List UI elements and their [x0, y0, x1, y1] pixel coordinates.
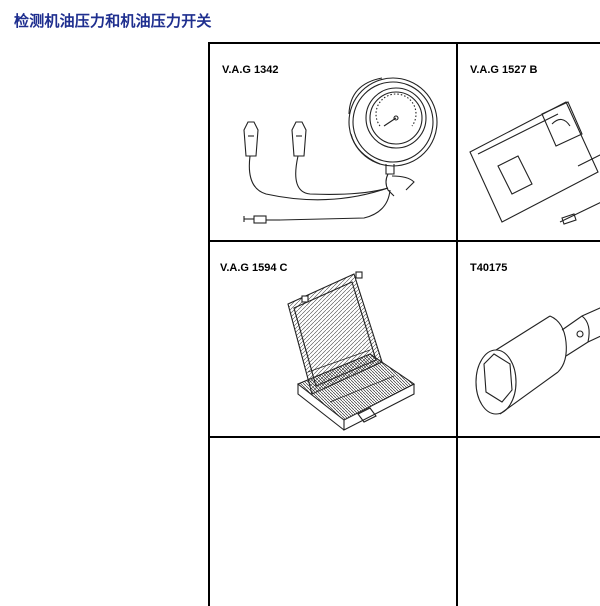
tool-cell-empty [208, 436, 458, 606]
tool-cell-vag1594c: V.A.G 1594 C [208, 240, 458, 438]
pressure-gauge-illustration [243, 77, 438, 224]
tool-label: T40175 [470, 262, 508, 274]
tool-cell-empty [456, 436, 600, 606]
tool-label: V.A.G 1342 [222, 64, 279, 76]
tool-cell-vag1527b: V.A.G 1527 B [456, 42, 600, 242]
tool-label: V.A.G 1594 C [220, 262, 288, 274]
socket-wrench-illustration [475, 307, 600, 415]
page-title: 检测机油压力和机油压力开关 [14, 12, 212, 30]
tool-grid: V.A.G 1342 [208, 42, 600, 606]
tool-cell-vag1342: V.A.G 1342 [208, 42, 458, 242]
tool-cell-t40175: T40175 [456, 240, 600, 438]
tool-label: V.A.G 1527 B [470, 64, 538, 76]
voltage-tester-illustration [469, 101, 600, 225]
adapter-case-illustration [287, 271, 416, 431]
